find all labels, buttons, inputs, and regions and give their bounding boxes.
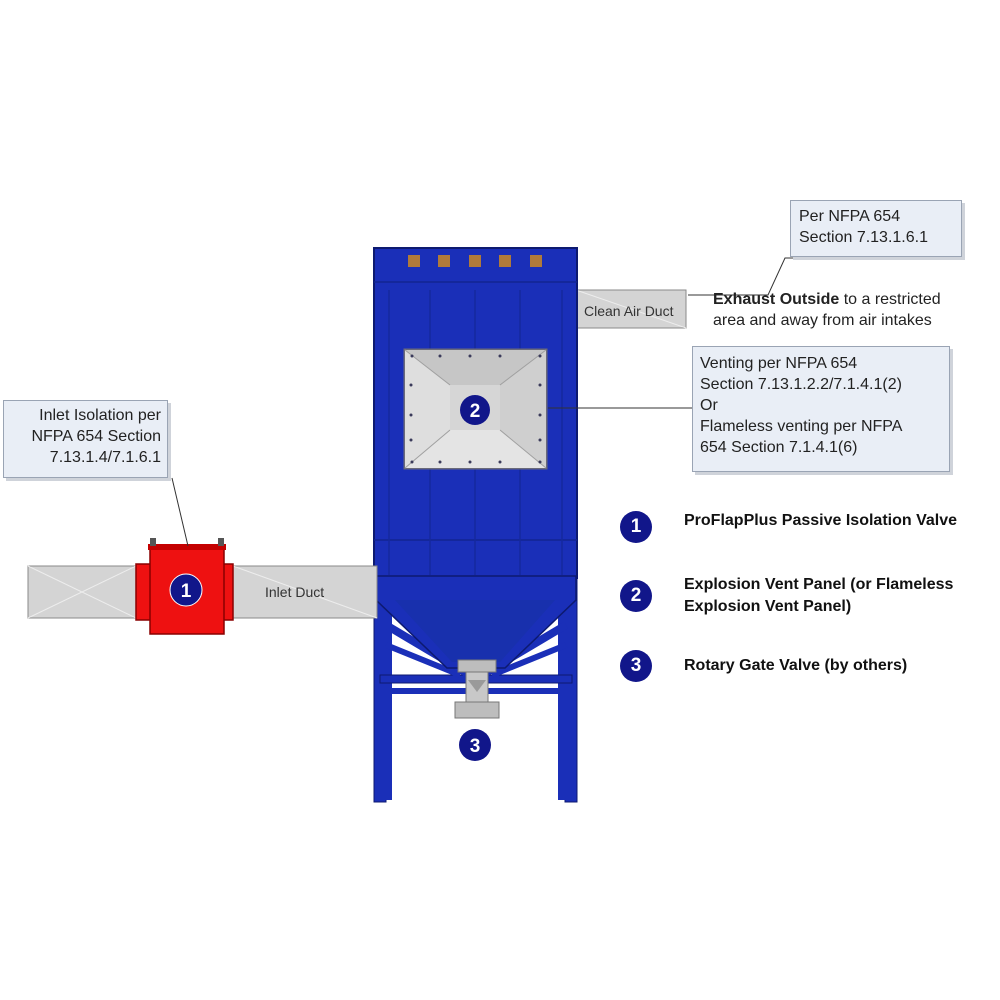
venting-line4: Flameless venting per NFPA — [700, 418, 903, 435]
legend-item-1: 1 ProFlapPlus Passive Isolation Valve — [620, 511, 957, 543]
exhaust-outside-rest: to a restricted — [839, 291, 941, 308]
proflapplus-valve: 1 — [135, 538, 234, 635]
venting-line1: Venting per NFPA 654 — [700, 355, 858, 372]
venting-callout: Venting per NFPA 654 Section 7.13.1.2.2/… — [692, 346, 950, 472]
legend-2-line2: Explosion Vent Panel) — [684, 598, 852, 615]
marker-3 — [459, 729, 491, 761]
exhaust-reference-callout: Per NFPA 654 Section 7.13.1.6.1 — [790, 200, 962, 257]
clean-air-duct: Clean Air Duct — [575, 289, 687, 329]
legend-marker-3: 3 — [620, 650, 652, 682]
venting-line5: 654 Section 7.1.4.1(6) — [700, 439, 858, 456]
inlet-isolation-line1: Inlet Isolation per — [39, 407, 161, 424]
inlet-isolation-callout: Inlet Isolation per NFPA 654 Section 7.1… — [3, 400, 168, 478]
rotary-gate-valve: 3 — [454, 659, 500, 761]
marker-2-label: 2 — [470, 401, 481, 422]
explosion-vent-panel: 2 — [403, 348, 548, 470]
legend-marker-2: 2 — [620, 580, 652, 612]
marker-2 — [460, 395, 490, 425]
legend-2-line1: Explosion Vent Panel (or Flameless — [684, 576, 954, 593]
legend-1-line1: ProFlapPlus Passive Isolation Valve — [684, 512, 958, 529]
leader-lines — [171, 257, 800, 547]
legend-text-1: ProFlapPlus Passive Isolation Valve — [684, 510, 957, 532]
inlet-duct-label: Inlet Duct — [265, 584, 324, 600]
exhaust-outside-line2: area and away from air intakes — [713, 312, 932, 329]
legend-marker-1: 1 — [620, 511, 652, 543]
marker-1 — [169, 573, 203, 607]
inlet-isolation-line2: NFPA 654 Section — [31, 428, 161, 445]
venting-line2: Section 7.13.1.2.2/7.1.4.1(2) — [700, 376, 902, 393]
clean-air-duct-label: Clean Air Duct — [584, 303, 674, 319]
legend-item-2: 2 Explosion Vent Panel (or Flameless Exp… — [620, 576, 953, 618]
marker-3-label: 3 — [470, 736, 481, 757]
legend-3-line1: Rotary Gate Valve (by others) — [684, 657, 908, 674]
legend-item-3: 3 Rotary Gate Valve (by others) — [620, 650, 907, 682]
exhaust-outside-note: Exhaust Outside to a restricted area and… — [713, 289, 941, 331]
inlet-duct: Inlet Duct — [27, 565, 378, 619]
legend-text-2: Explosion Vent Panel (or Flameless Explo… — [684, 574, 953, 618]
inlet-isolation-line3: 7.13.1.4/7.1.6.1 — [49, 449, 161, 466]
marker-1-label: 1 — [181, 581, 192, 602]
exhaust-outside-bold: Exhaust Outside — [713, 291, 840, 308]
venting-line3: Or — [700, 397, 718, 414]
exhaust-ref-line1: Per NFPA 654 — [799, 208, 901, 225]
exhaust-ref-line2: Section 7.13.1.6.1 — [799, 229, 928, 246]
legend-text-3: Rotary Gate Valve (by others) — [684, 655, 907, 677]
